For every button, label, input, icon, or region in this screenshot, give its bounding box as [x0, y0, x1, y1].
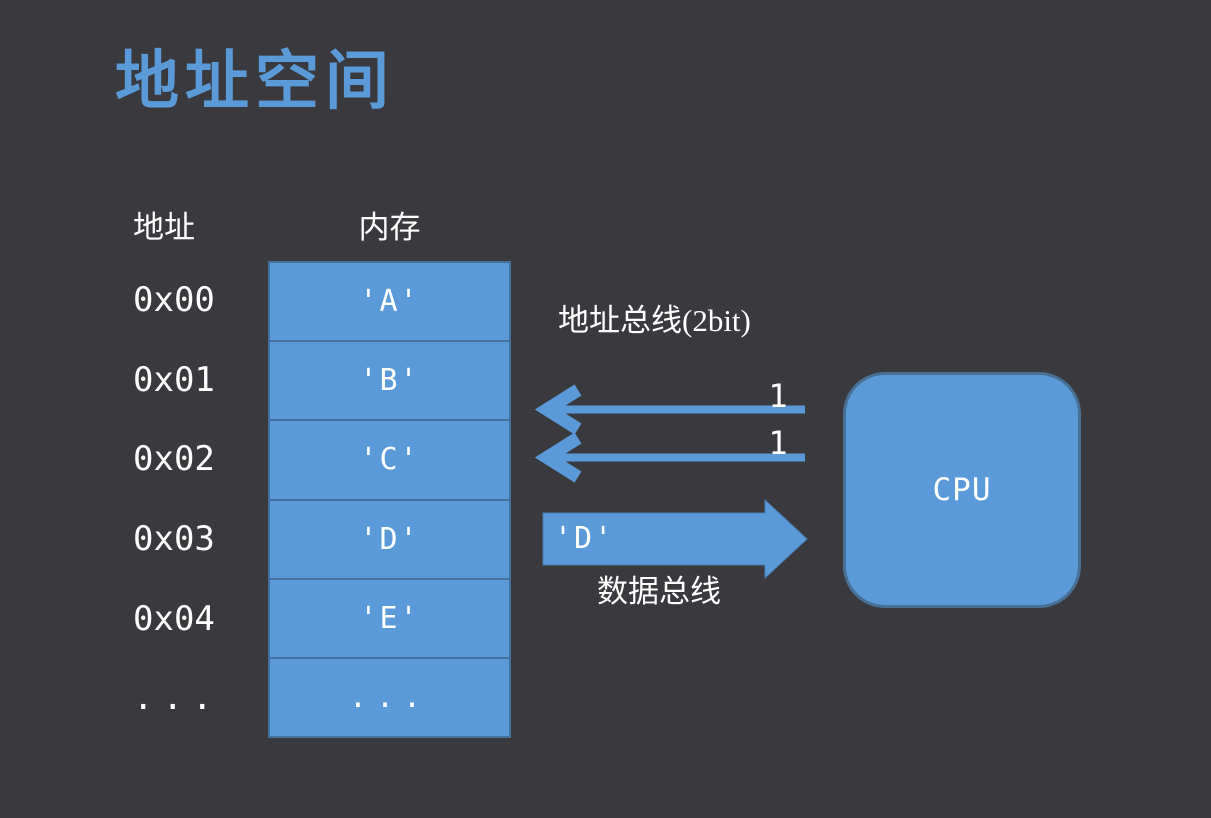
address-bus-label: 地址总线(2bit): [558, 303, 751, 338]
memory-cell: 'A': [270, 263, 509, 341]
address-label-0x02: 0x02: [133, 439, 215, 479]
address-column-header: 地址: [133, 210, 195, 245]
address-label-ellipsis: ...: [133, 678, 222, 718]
memory-cell-ellipsis: ...: [270, 658, 509, 737]
data-bus-label: 数据总线: [597, 574, 721, 609]
page-title: 地址空间: [115, 46, 395, 117]
cpu-label: CPU: [932, 472, 992, 508]
memory-cell: 'B': [270, 342, 509, 420]
address-label-0x01: 0x01: [133, 360, 215, 400]
address-label-0x04: 0x04: [133, 599, 215, 639]
address-bus-bit-value: 1: [768, 424, 788, 462]
memory-table: 'A' 'B' 'C' 'D' 'E' ...: [268, 261, 511, 738]
data-bus-value: 'D': [554, 521, 615, 556]
cpu-box: CPU: [843, 372, 1081, 608]
memory-column-header: 内存: [358, 210, 421, 245]
address-label-0x00: 0x00: [133, 280, 215, 320]
memory-cell: 'E': [270, 579, 509, 657]
memory-cell: 'D': [270, 500, 509, 578]
memory-cell: 'C': [270, 421, 509, 499]
address-label-0x03: 0x03: [133, 519, 215, 559]
address-bus-bit-value: 1: [768, 377, 788, 415]
